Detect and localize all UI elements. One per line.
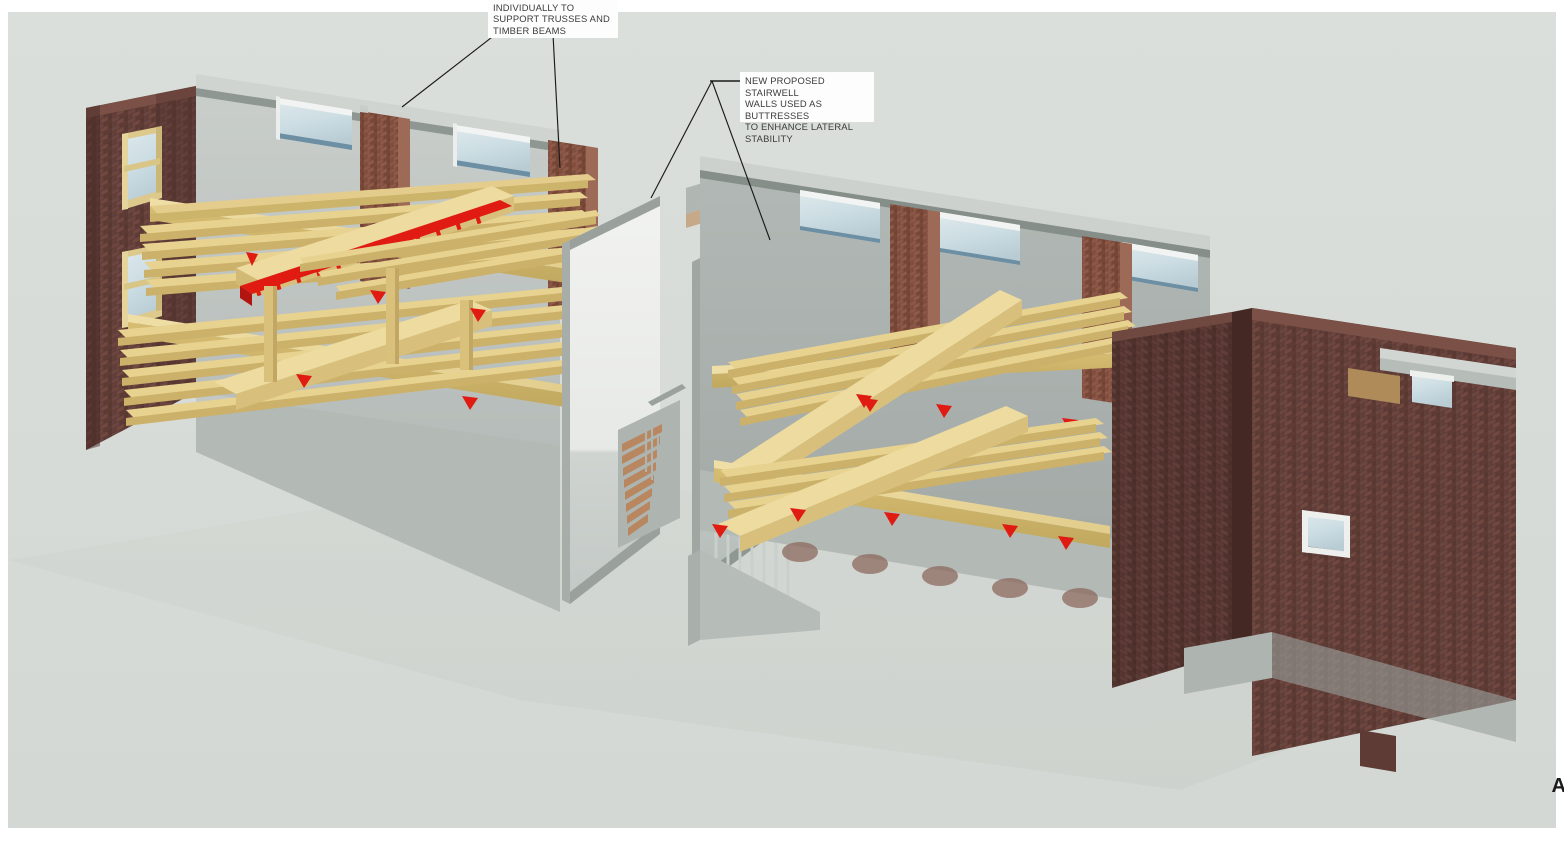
right-gable-window — [1302, 510, 1350, 558]
steel-bearing-markers-left — [246, 252, 486, 410]
staircase — [618, 384, 686, 548]
right-gable-plinth — [1184, 632, 1272, 694]
timber-beam-end — [1348, 368, 1400, 404]
ground-vault-haunches — [782, 542, 1098, 608]
leader-stairwell-b — [711, 80, 771, 241]
render-page — [8, 12, 1556, 828]
rear-wall-left-coping-top — [196, 74, 560, 144]
right-gable-outer-face — [1252, 308, 1516, 756]
stairwell-wall-left — [562, 196, 660, 604]
callout-trusses: ASSESSED INDIVIDUALLY TO SUPPORT TRUSSES… — [488, 0, 618, 38]
left-gable-window-upper — [122, 126, 162, 210]
steel-bearing-markers-right-lower — [712, 394, 1074, 550]
right-return-window — [1410, 370, 1454, 408]
left-upper-floor-joists — [140, 174, 604, 306]
right-lower-floor-joists — [712, 394, 1112, 608]
callout-stairwell: NEW PROPOSED STAIRWELL WALLS USED AS BUT… — [740, 72, 874, 144]
stair-balustrade — [644, 420, 672, 504]
leader-stairwell-a — [650, 80, 713, 199]
rear-wall-right-windows — [800, 190, 1198, 292]
right-upper-floor-joists — [712, 290, 1146, 496]
right-block — [700, 156, 1516, 772]
right-gable-wall — [1112, 308, 1516, 772]
left-lower-floor-joists — [118, 252, 596, 426]
rear-wall-left-windows — [276, 96, 530, 177]
watermark-letter: A — [1551, 775, 1564, 797]
left-block — [86, 74, 604, 612]
timber-posts — [264, 268, 469, 382]
core-plinth — [688, 550, 700, 646]
right-gable-inner-face — [1112, 312, 1232, 688]
